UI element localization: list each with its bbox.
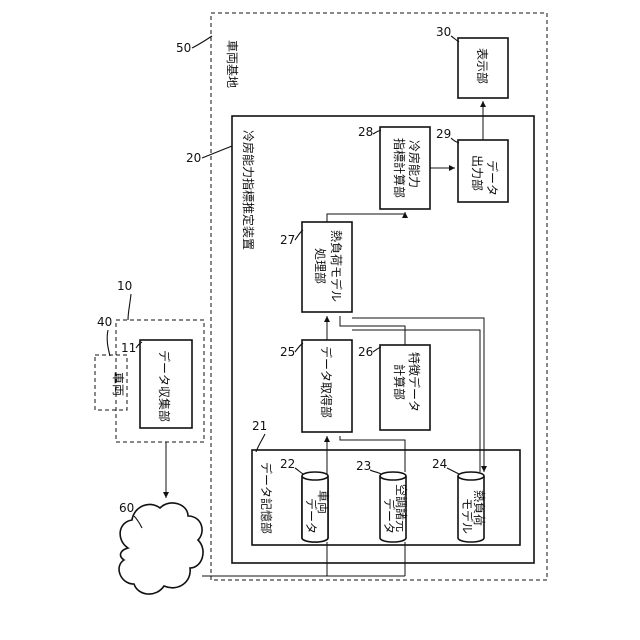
- ac-spec-data-cylinder: 空調諸元 データ: [380, 472, 409, 542]
- heat-load-model-label-2: モデル: [460, 498, 475, 534]
- vehicle-data-cylinder: 車両 データ: [302, 472, 330, 542]
- data-output-label-2: 出力部: [470, 155, 485, 191]
- vehicle-label: 車両: [111, 372, 125, 396]
- ref-23: 23: [356, 459, 371, 473]
- ref-11: 11: [121, 341, 136, 355]
- ref-40-leader: [107, 330, 110, 356]
- ref-20-leader: [202, 146, 232, 158]
- ref-50-leader: [192, 36, 212, 48]
- network-cloud: [119, 503, 203, 594]
- ref-10: 10: [117, 279, 132, 293]
- ref-25: 25: [280, 345, 295, 359]
- heat-model-proc-label-1: 熱負荷モデル: [329, 230, 344, 302]
- ref-30: 30: [436, 25, 451, 39]
- ref-40: 40: [97, 315, 112, 329]
- feature-calc-label-1: 特徴データ: [407, 352, 422, 412]
- display-label: 表示部: [475, 48, 490, 84]
- ref-27: 27: [280, 233, 295, 247]
- ref-29: 29: [436, 127, 451, 141]
- ref-26: 26: [358, 345, 373, 359]
- ac-spec-data-label-2: データ: [382, 498, 397, 534]
- estimation-device-label: 冷房能力指標推定装置: [241, 130, 256, 250]
- cooling-index-calc-label-1: 冷房能力: [407, 140, 422, 188]
- data-collection-label: データ収集部: [157, 350, 172, 422]
- ref-20: 20: [186, 151, 201, 165]
- vehicle-data-label-2: データ: [304, 498, 319, 534]
- cooling-index-calc-label-2: 指標計算部: [392, 138, 407, 198]
- data-output-label-1: データ: [485, 160, 500, 196]
- ref-22: 22: [280, 457, 295, 471]
- vehicle-base-label: 車両基地: [225, 40, 239, 88]
- ref-60: 60: [119, 501, 134, 515]
- feature-calc-label-2: 計算部: [392, 364, 407, 400]
- ref-28: 28: [358, 125, 373, 139]
- ref-21: 21: [252, 419, 267, 433]
- ref-10-leader: [128, 294, 131, 320]
- data-storage-label: データ記憶部: [259, 462, 274, 534]
- heat-load-model-cylinder: 熱負荷 モデル: [458, 472, 486, 542]
- ref-24: 24: [432, 457, 447, 471]
- heat-model-proc-label-2: 処理部: [313, 248, 328, 284]
- ref-50: 50: [176, 41, 191, 55]
- data-acquisition-label: データ取得部: [319, 346, 334, 418]
